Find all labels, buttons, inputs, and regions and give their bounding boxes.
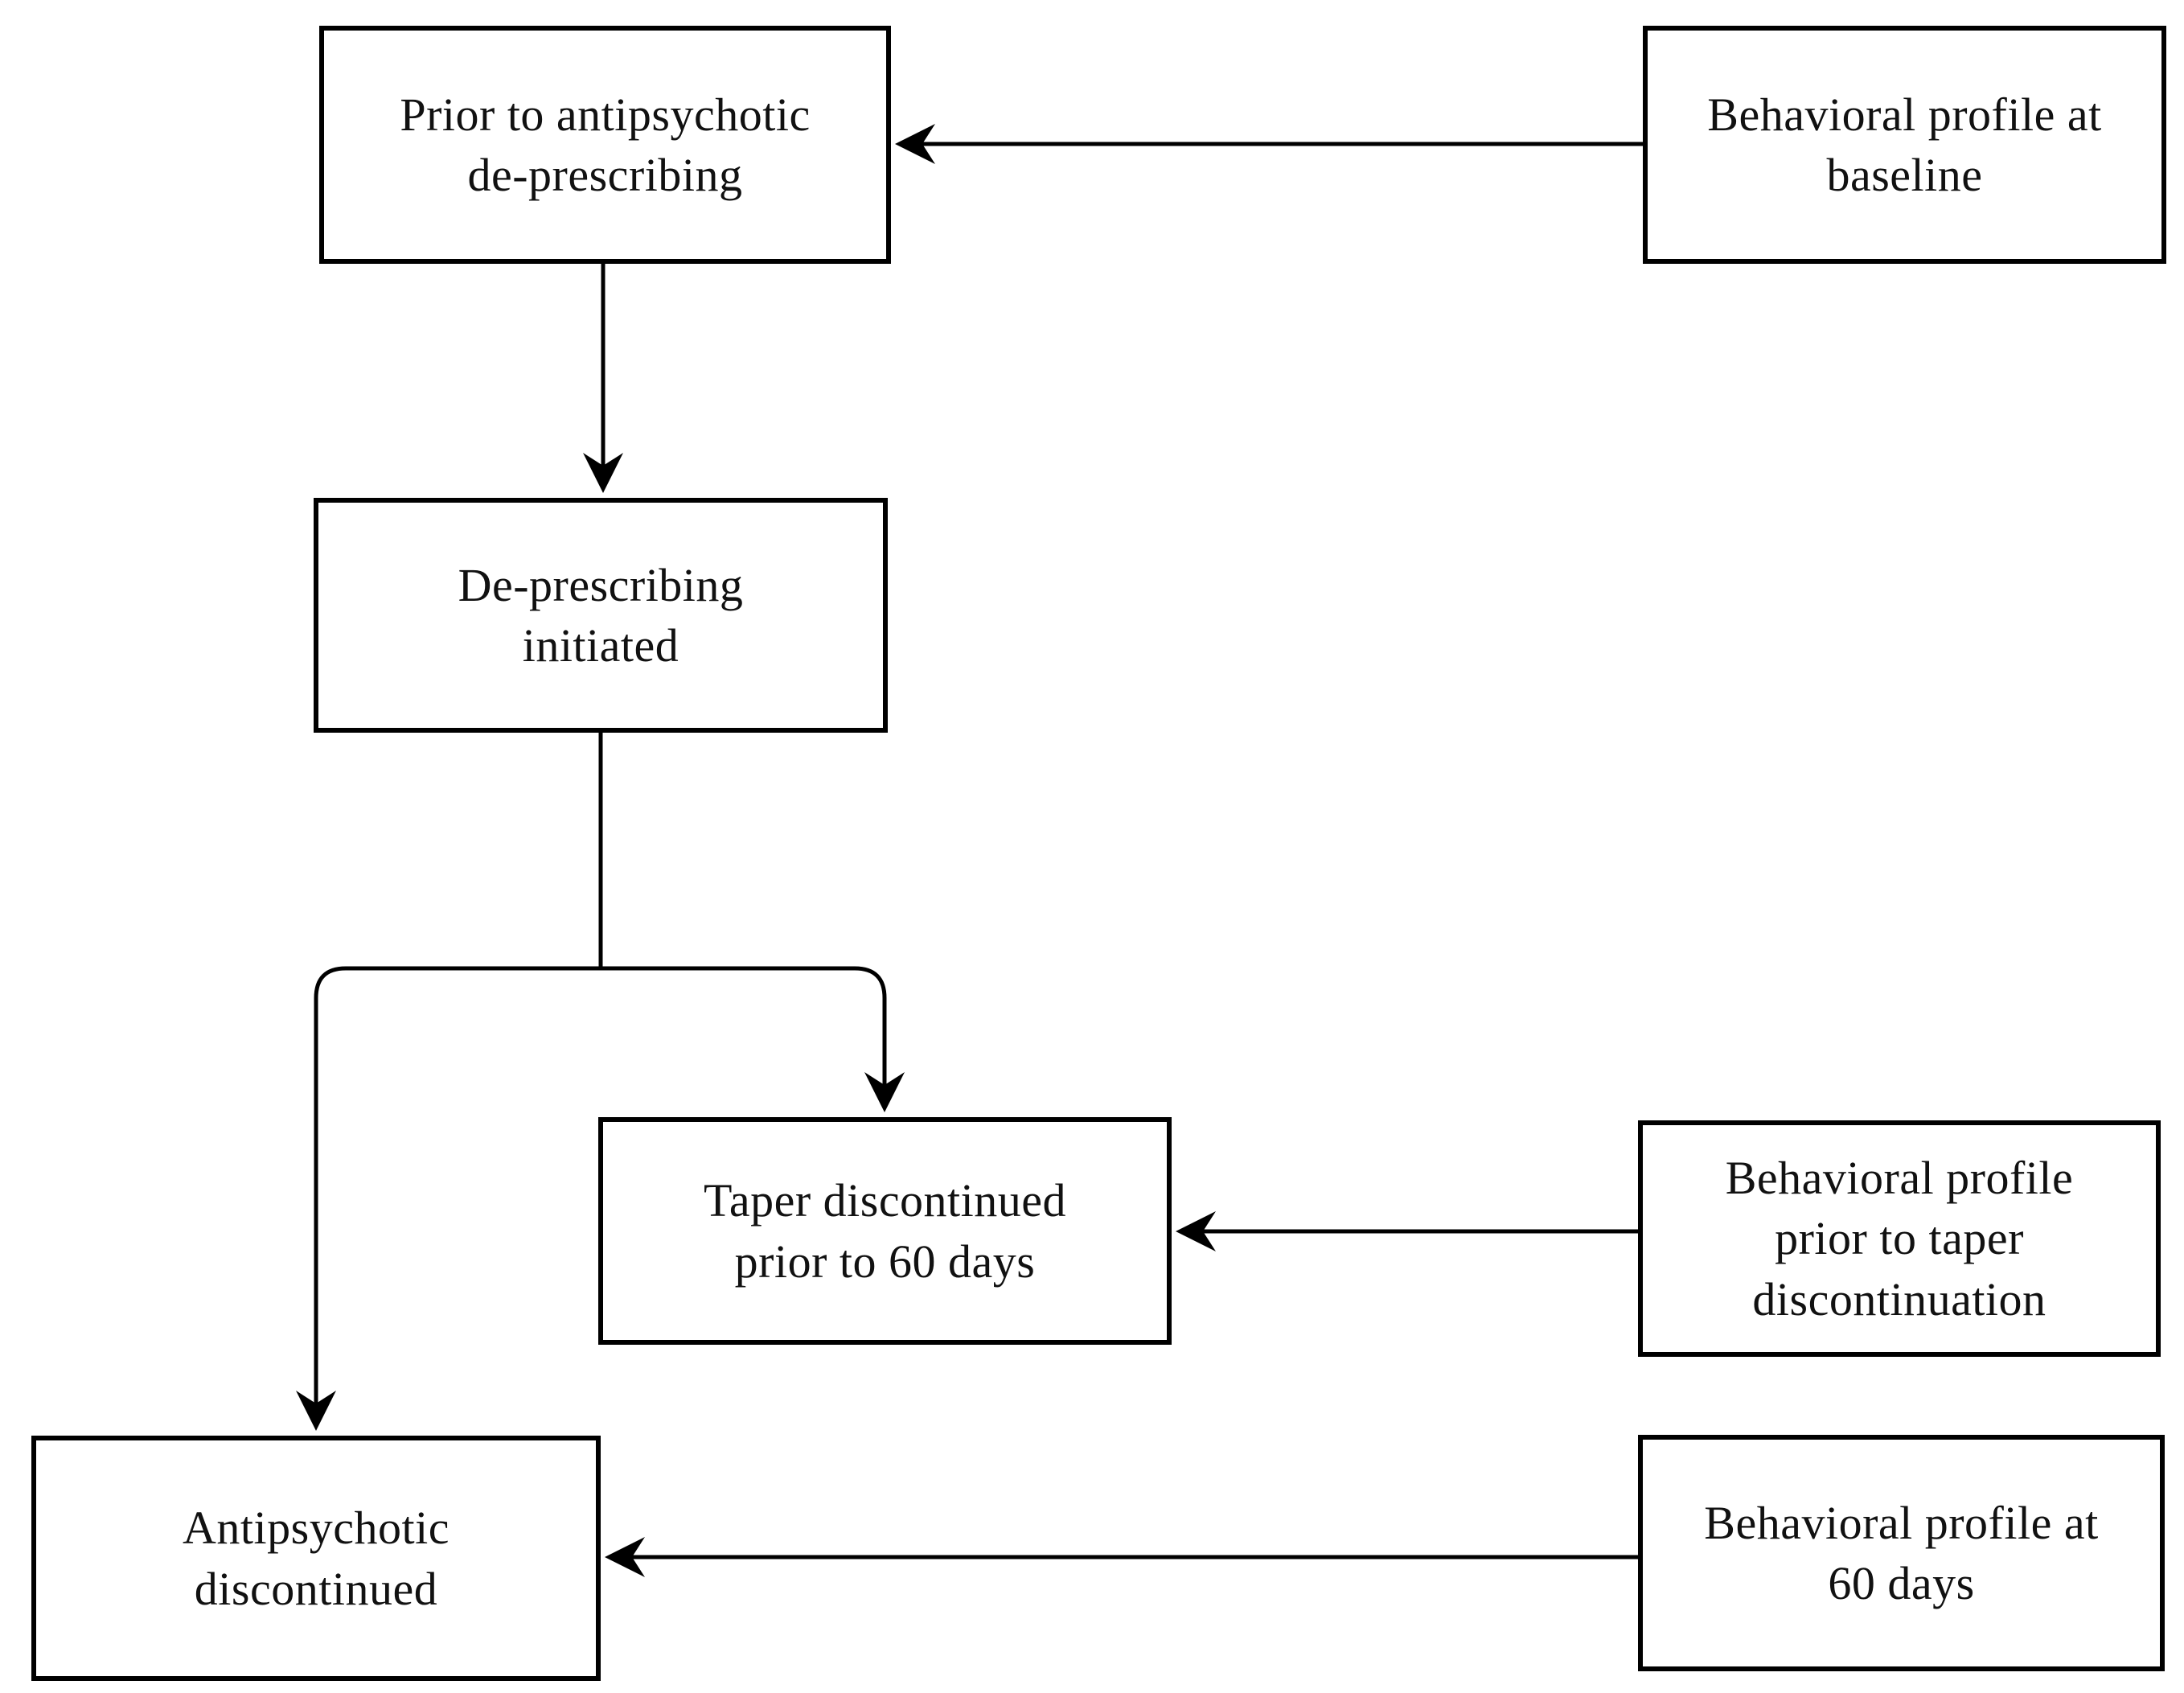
- node-behavioral-profile-prior-to-taper-discontinuation: Behavioral profile prior to taper discon…: [1638, 1120, 2161, 1357]
- edge-initiated-to-discontinued: [296, 966, 601, 1431]
- node-prior-to-antipsychotic-deprescribing: Prior to antipsychotic de-prescribing: [319, 26, 891, 264]
- node-behavioral-profile-at-baseline: Behavioral profile at baseline: [1643, 26, 2166, 264]
- node-deprescribing-initiated: De-prescribing initiated: [314, 498, 888, 733]
- node-behavioral-profile-at-60-days: Behavioral profile at 60 days: [1638, 1435, 2165, 1671]
- node-antipsychotic-discontinued: Antipsychotic discontinued: [31, 1436, 601, 1681]
- node-taper-discontinued-prior-to-60-days: Taper discontinued prior to 60 days: [598, 1117, 1172, 1345]
- edge-initiated-to-taper: [601, 966, 905, 1112]
